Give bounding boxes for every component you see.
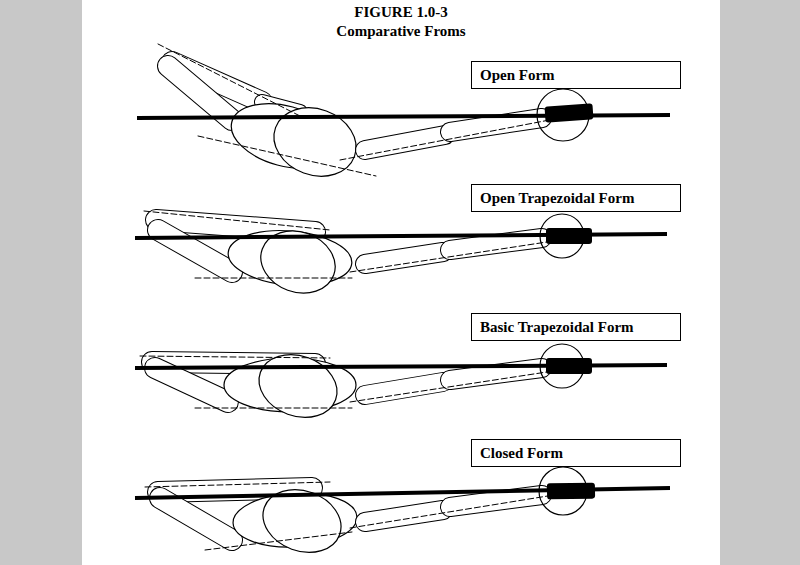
basic-trapezoidal-figure [135, 344, 667, 428]
figure-title: FIGURE 1.0-3 [82, 4, 720, 21]
figure-subtitle: Comparative Froms [82, 23, 720, 40]
form-label-box: Open Trapezoidal Form [471, 184, 681, 212]
form-label: Closed Form [472, 445, 571, 462]
closed-form-figure [135, 467, 670, 563]
form-label: Open Form [472, 67, 563, 84]
form-label: Basic Trapezoidal Form [472, 319, 642, 336]
form-label-box: Basic Trapezoidal Form [471, 313, 681, 341]
open-trapezoidal-figure [135, 211, 667, 303]
form-label: Open Trapezoidal Form [472, 190, 642, 207]
form-label-box: Closed Form [471, 439, 681, 467]
form-label-box: Open Form [471, 61, 681, 89]
